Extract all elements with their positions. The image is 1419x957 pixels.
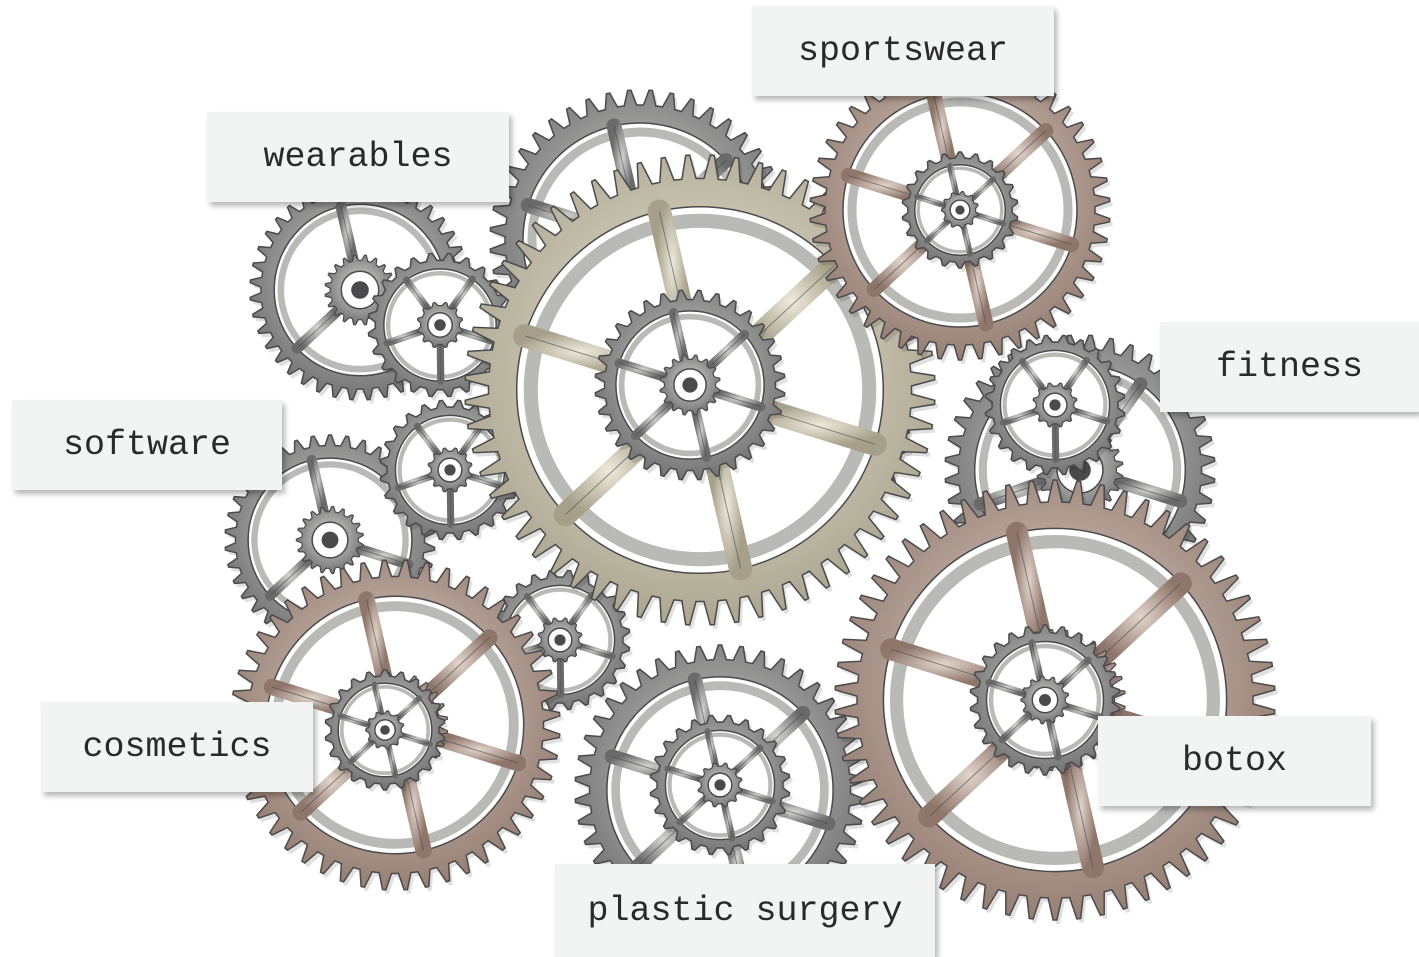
- label-botox: botox: [1098, 716, 1371, 806]
- label-sportswear: sportswear: [752, 6, 1054, 96]
- label-wearables: wearables: [207, 112, 509, 202]
- label-software: software: [12, 400, 282, 490]
- label-plastic-surgery: plastic surgery: [555, 864, 935, 957]
- label-cosmetics: cosmetics: [41, 702, 313, 792]
- label-fitness: fitness: [1160, 322, 1419, 412]
